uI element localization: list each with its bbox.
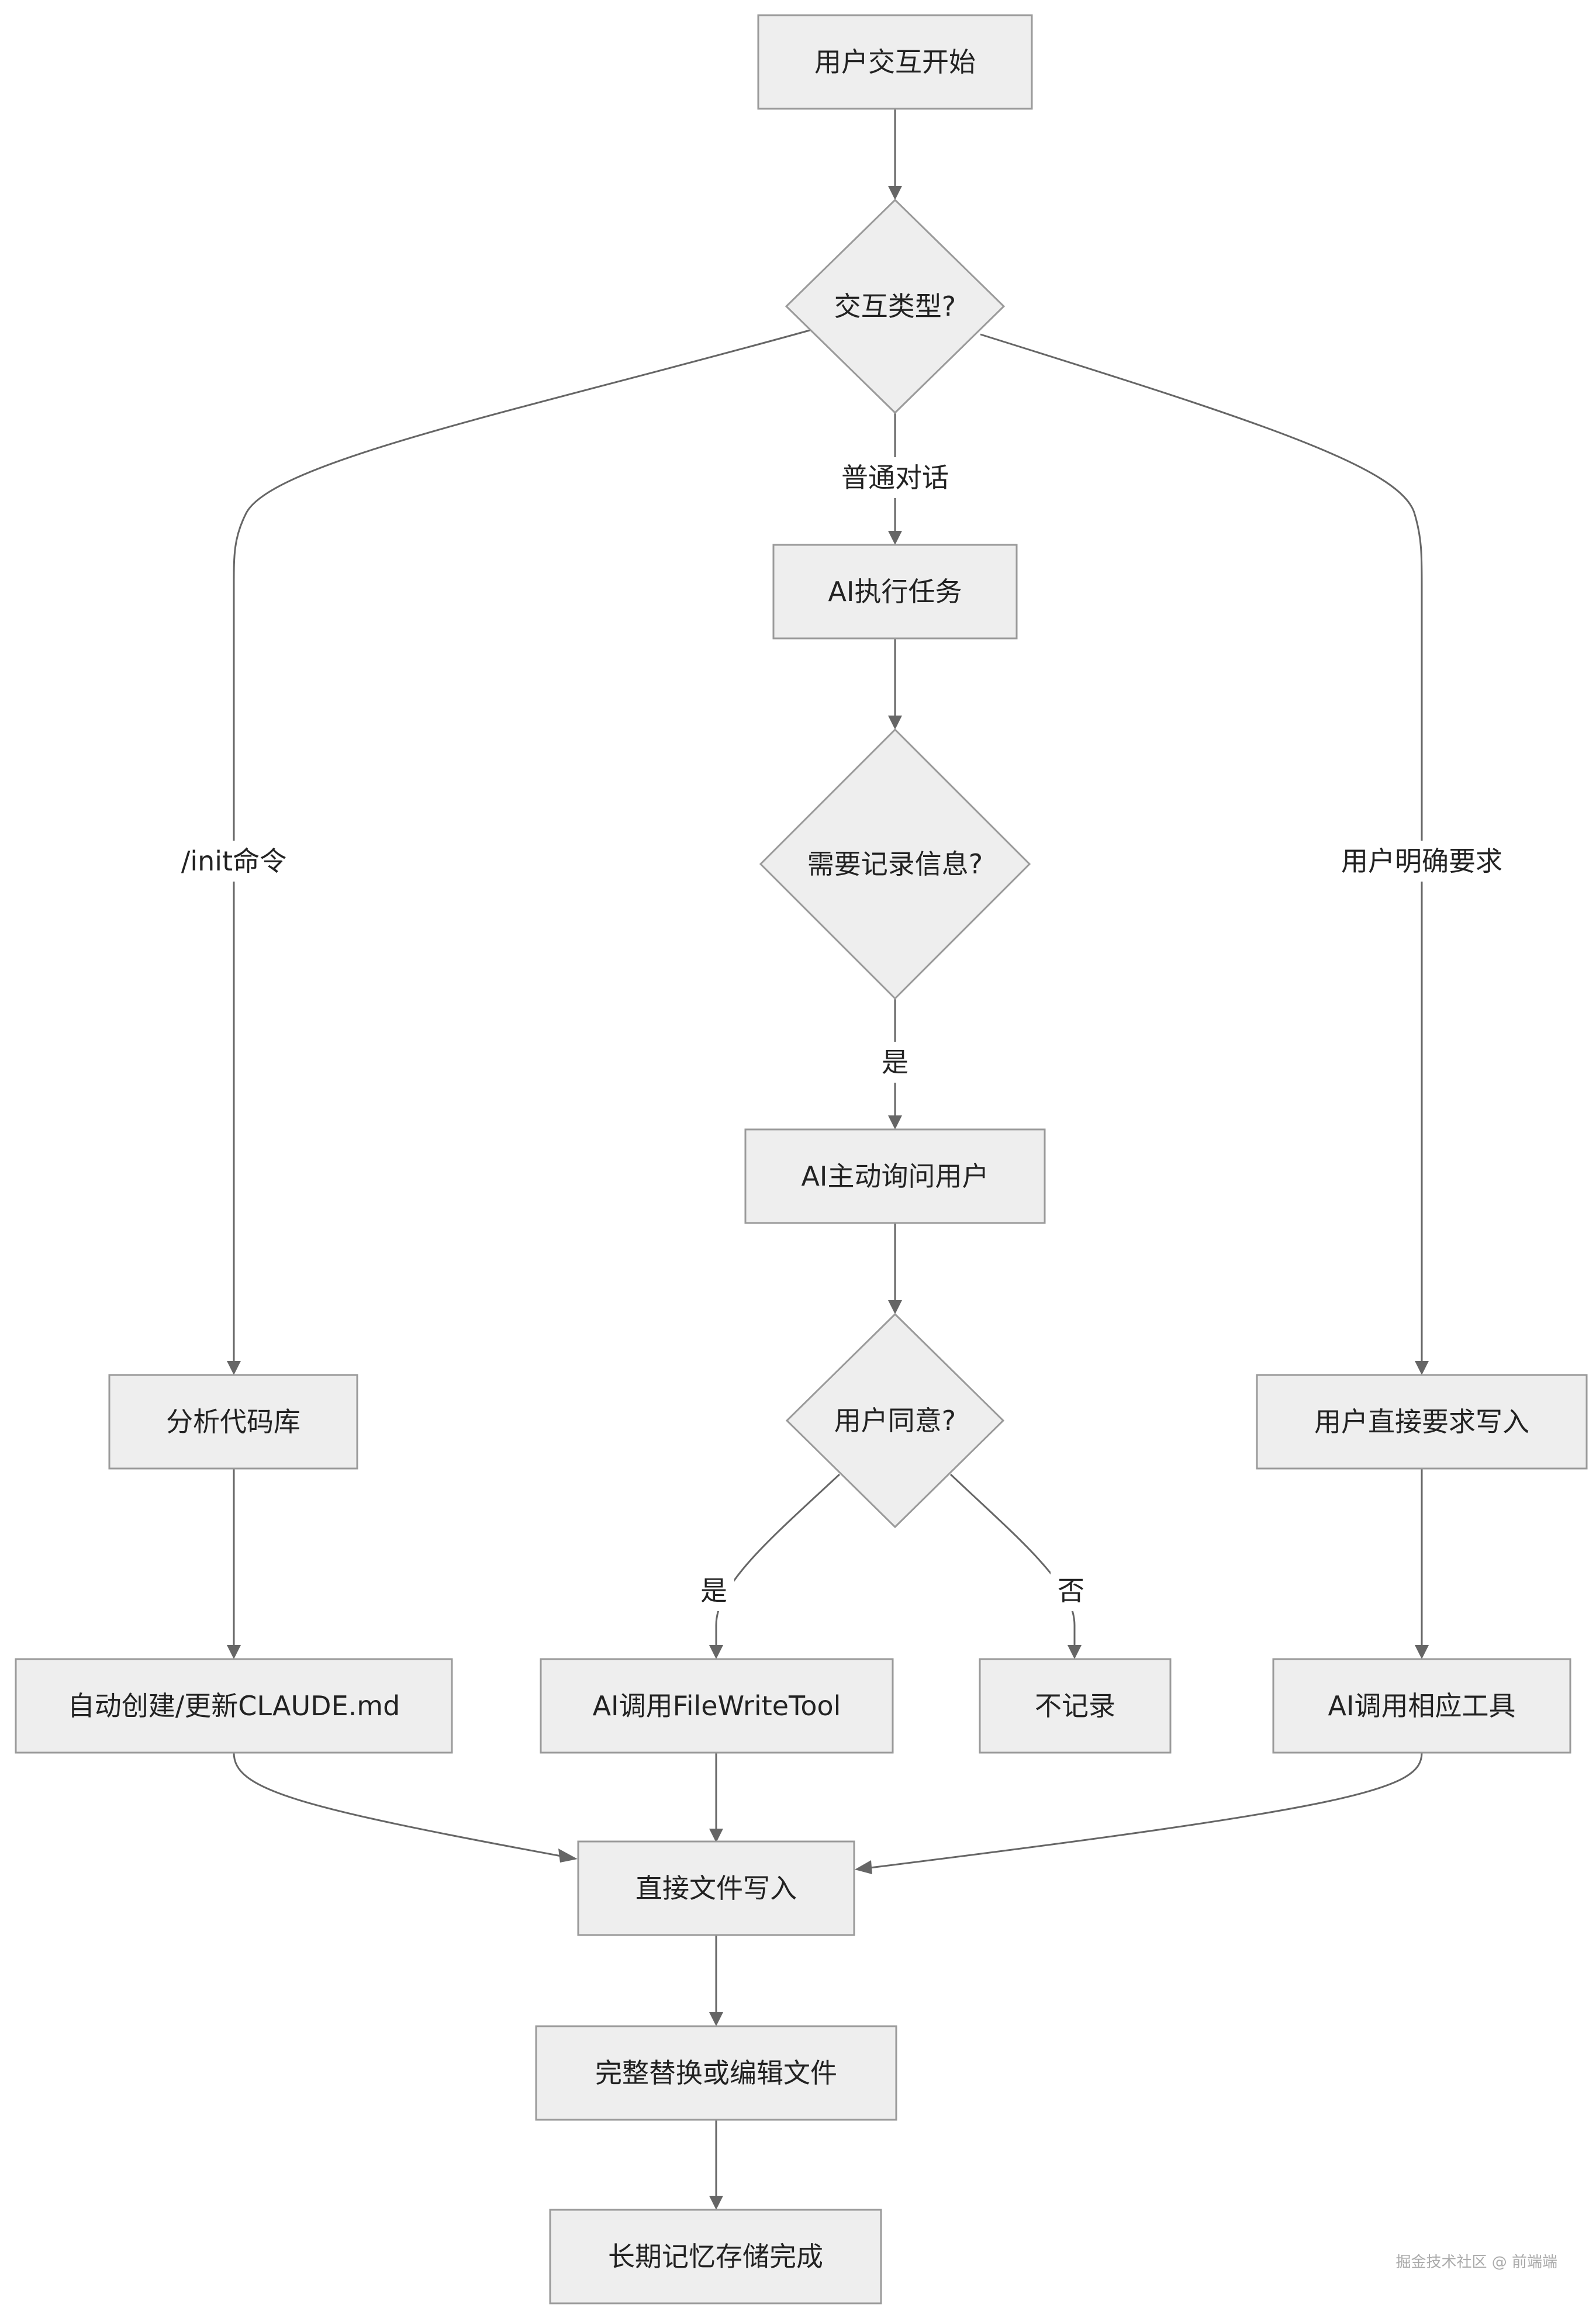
- edge-ai-tool-to-direct-write: [869, 1752, 1423, 1869]
- node-user-direct-label: 用户直接要求写入: [1314, 1406, 1529, 1438]
- edge-labels: 普通对话 /init命令 用户明确要求 是 是 否: [164, 457, 1516, 1611]
- arrowhead: [1415, 1361, 1429, 1375]
- node-direct-write: 直接文件写入: [577, 1840, 855, 1936]
- arrowhead: [709, 1829, 723, 1843]
- arrowhead: [709, 2012, 723, 2026]
- node-start-label: 用户交互开始: [814, 46, 976, 78]
- arrowhead: [558, 1849, 578, 1863]
- edge-user-agree-to-no-record: [949, 1473, 1076, 1646]
- arrowhead: [888, 1115, 902, 1129]
- node-no-record-label: 不记录: [1035, 1690, 1115, 1722]
- node-memory-done: 长期记忆存储完成: [549, 2209, 882, 2304]
- node-analyze-label: 分析代码库: [166, 1406, 300, 1438]
- edge-label-normal-chat: 普通对话: [841, 462, 949, 493]
- node-auto-create: 自动创建/更新CLAUDE.md: [15, 1658, 453, 1754]
- arrowhead: [227, 1645, 241, 1659]
- node-memory-done-label: 长期记忆存储完成: [608, 2241, 823, 2272]
- node-analyze: 分析代码库: [108, 1374, 358, 1470]
- node-ai-tool: AI调用相应工具: [1272, 1658, 1571, 1754]
- node-type-decision: 交互类型?: [785, 198, 1006, 414]
- edge-user-agree-to-filewrite: [715, 1473, 841, 1646]
- node-start: 用户交互开始: [757, 14, 1033, 110]
- node-no-record: 不记录: [979, 1658, 1172, 1754]
- node-ai-filewrite-label: AI调用FileWriteTool: [593, 1690, 841, 1722]
- arrowhead: [888, 531, 902, 545]
- arrowhead: [1415, 1645, 1429, 1659]
- node-ai-exec-label: AI执行任务: [828, 576, 962, 607]
- node-need-record-label: 需要记录信息?: [807, 848, 983, 880]
- arrowhead: [888, 1300, 902, 1314]
- node-need-record: 需要记录信息?: [759, 728, 1031, 1000]
- node-ai-ask: AI主动询问用户: [744, 1128, 1046, 1224]
- watermark-text: 掘金技术社区 @ 前端端: [1395, 2254, 1557, 2271]
- node-ai-ask-label: AI主动询问用户: [801, 1160, 989, 1192]
- nodes: 用户交互开始 交互类型? AI执行任务 需要记录信息? AI主动询问用户 用户同…: [15, 14, 1588, 2304]
- node-direct-write-label: 直接文件写入: [635, 1872, 797, 1904]
- node-auto-create-label: 自动创建/更新CLAUDE.md: [68, 1690, 400, 1722]
- node-user-agree: 用户同意?: [785, 1312, 1005, 1529]
- arrowhead: [709, 2196, 723, 2210]
- arrowhead: [888, 186, 902, 200]
- node-ai-tool-label: AI调用相应工具: [1328, 1690, 1515, 1722]
- node-user-direct: 用户直接要求写入: [1256, 1374, 1588, 1470]
- node-type-decision-label: 交互类型?: [834, 291, 956, 322]
- edge-label-yes-record: 是: [882, 1046, 908, 1078]
- node-ai-exec: AI执行任务: [772, 544, 1018, 640]
- edge-label-yes-agree: 是: [700, 1575, 727, 1606]
- edge-type-to-analyze: [233, 329, 810, 1362]
- arrowhead: [709, 1645, 723, 1659]
- edges: [227, 109, 1429, 2210]
- arrowhead: [888, 716, 902, 730]
- arrowhead: [227, 1361, 241, 1375]
- node-replace-edit: 完整替换或编辑文件: [535, 2025, 897, 2121]
- edge-label-user-explicit: 用户明确要求: [1341, 845, 1502, 877]
- edge-label-init-command: /init命令: [181, 845, 286, 877]
- arrowhead: [855, 1860, 872, 1874]
- node-replace-edit-label: 完整替换或编辑文件: [595, 2057, 837, 2089]
- arrowhead: [1068, 1645, 1082, 1659]
- edge-auto-create-to-direct-write: [233, 1752, 562, 1857]
- edge-label-no-agree: 否: [1058, 1575, 1084, 1606]
- edge-type-to-user-direct: [980, 333, 1423, 1362]
- node-ai-filewrite: AI调用FileWriteTool: [540, 1658, 894, 1754]
- node-user-agree-label: 用户同意?: [834, 1405, 956, 1436]
